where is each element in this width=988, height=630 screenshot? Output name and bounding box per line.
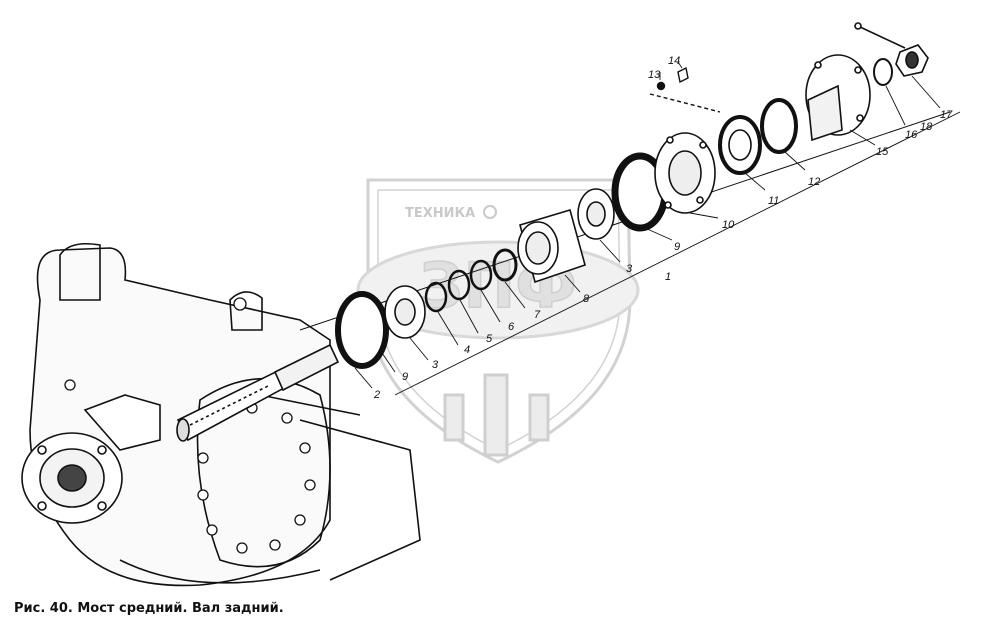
callout-2: 2 <box>373 389 380 401</box>
callout-18: 18 <box>920 121 933 133</box>
callout-17: 17 <box>940 109 953 121</box>
part-6-ring <box>469 259 493 291</box>
callout-1: 1 <box>665 271 671 283</box>
leader-lines <box>354 61 941 389</box>
part-7-ring <box>492 248 518 282</box>
callout-12: 12 <box>808 176 820 188</box>
part-5-ring <box>447 269 471 301</box>
watermark-text: ТЕХНИКА <box>405 206 475 221</box>
callout-9: 9 <box>402 371 408 383</box>
part-10-cover <box>654 132 716 214</box>
callout-15: 15 <box>876 146 889 158</box>
callout-13: 13 <box>648 69 661 81</box>
callout-10: 10 <box>722 219 735 231</box>
part-15-flange <box>805 54 871 142</box>
callout-9b: 9 <box>674 241 680 253</box>
callout-6: 6 <box>508 321 515 333</box>
callout-4: 4 <box>464 344 470 356</box>
callout-3: 3 <box>432 359 439 371</box>
part-4-ring <box>424 281 448 313</box>
gear-icon <box>483 205 497 219</box>
callout-3b: 3 <box>626 263 633 275</box>
part-9-gasket <box>335 291 389 369</box>
callout-11: 11 <box>768 195 779 207</box>
part-17-nut <box>895 44 929 77</box>
part-13-14-bolt <box>649 66 721 113</box>
callout-8: 8 <box>583 293 590 305</box>
callout-16: 16 <box>905 129 918 141</box>
part-16-washer <box>873 58 893 86</box>
callout-14: 14 <box>668 55 680 67</box>
part-8-cup <box>517 208 586 284</box>
part-18-cotter-pin <box>854 22 906 49</box>
part-3b-bearing <box>577 188 615 240</box>
callout-5: 5 <box>486 333 493 345</box>
part-12-ring <box>760 98 798 154</box>
part-3-bearing <box>384 285 426 339</box>
figure-caption: Рис. 40. Мост средний. Вал задний. <box>14 601 284 616</box>
watermark-shield <box>356 178 640 464</box>
input-flange <box>21 394 161 524</box>
callout-7: 7 <box>534 309 541 321</box>
rear-shaft <box>176 343 340 442</box>
part-11-seal <box>718 115 762 175</box>
